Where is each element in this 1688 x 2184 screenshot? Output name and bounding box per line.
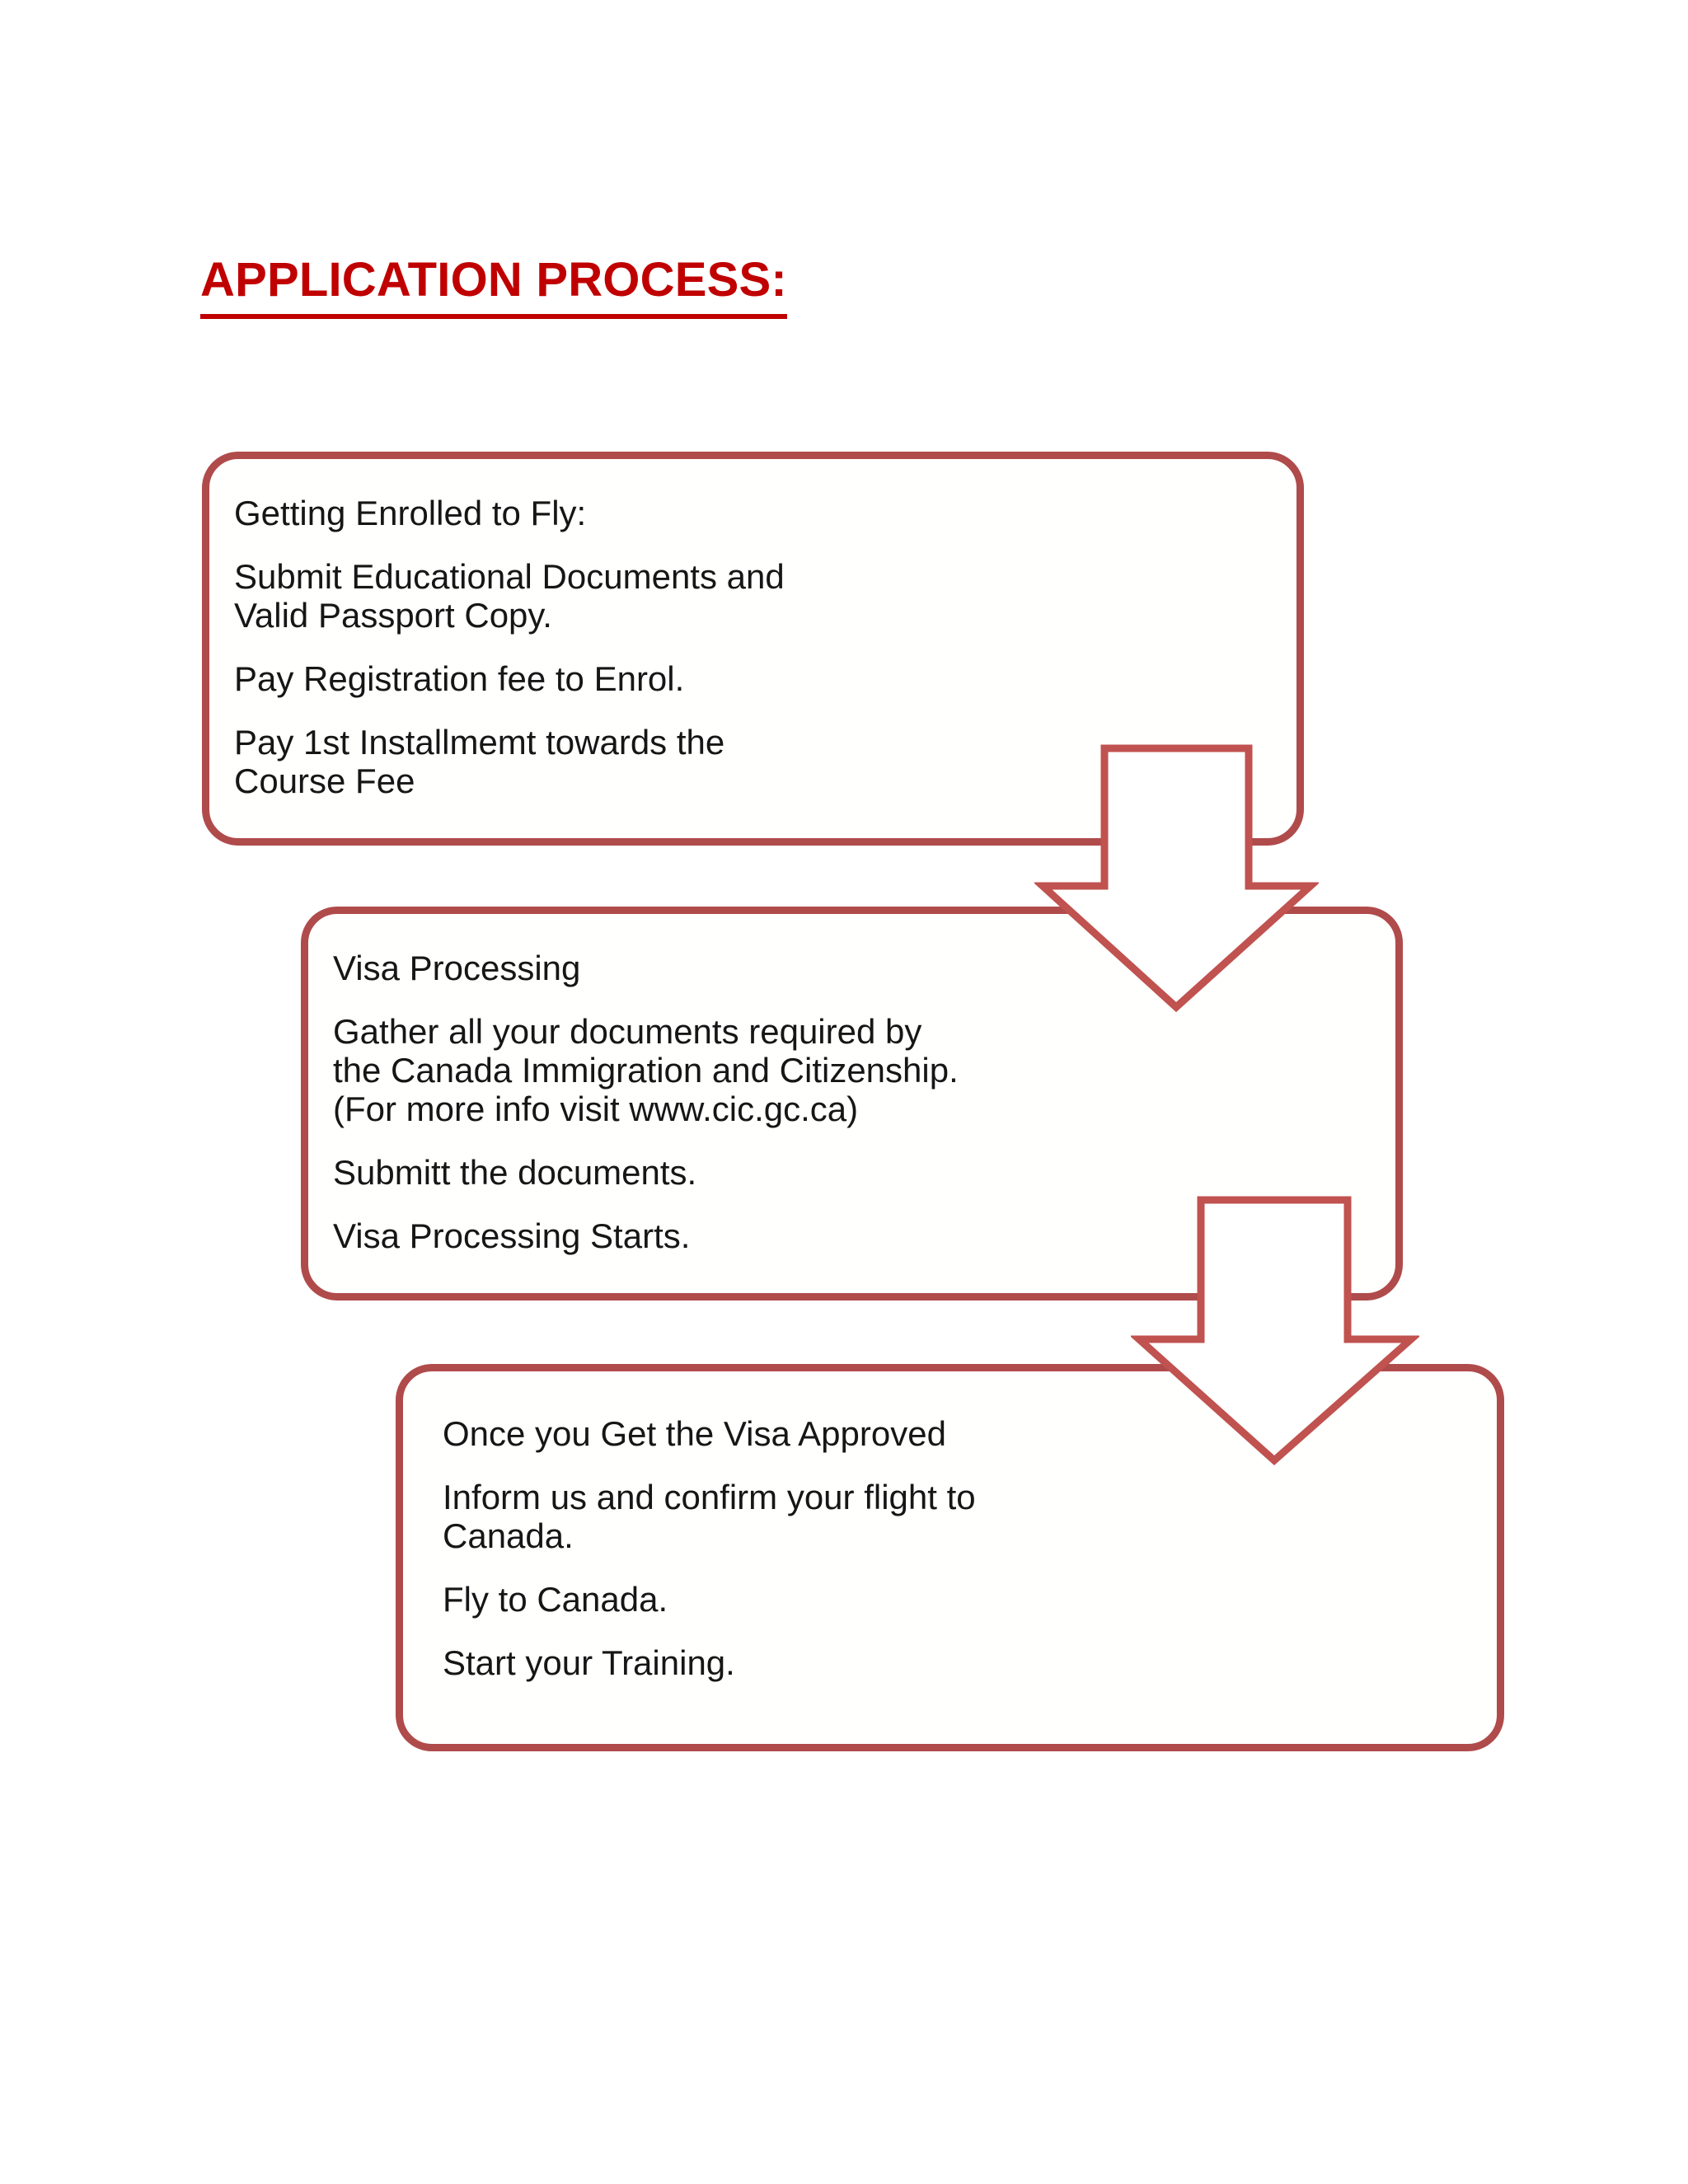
step-3-line-3: Fly to Canada.	[443, 1580, 668, 1619]
step-2-line-1: Visa Processing	[333, 949, 581, 987]
process-step-box-1: Getting Enrolled to Fly: Submit Educatio…	[202, 452, 1304, 846]
step-3-line-2: Inform us and confirm your flight to Can…	[443, 1478, 976, 1556]
process-step-box-3-body: Once you Get the Visa Approved Inform us…	[443, 1414, 1497, 1682]
step-1-line-3: Pay Registration fee to Enrol.	[234, 659, 685, 699]
step-2-line-2: Gather all your documents required by th…	[333, 1012, 959, 1129]
step-2-line-4: Visa Processing Starts.	[333, 1216, 691, 1256]
step-3-line-1: Once you Get the Visa Approved	[443, 1414, 946, 1453]
page-title-text: APPLICATION PROCESS:	[200, 252, 787, 319]
step-2-line-3: Submitt the documents.	[333, 1153, 697, 1193]
step-1-line-2: Submit Educational Documents and Valid P…	[234, 557, 785, 635]
step-3-line-4: Start your Training.	[443, 1643, 735, 1683]
process-step-box-3: Once you Get the Visa Approved Inform us…	[396, 1364, 1504, 1751]
step-1-line-1: Getting Enrolled to Fly:	[234, 494, 587, 532]
process-step-box-1-body: Getting Enrolled to Fly: Submit Educatio…	[234, 494, 1296, 800]
page-title: APPLICATION PROCESS:	[200, 252, 787, 319]
process-step-box-2-body: Visa Processing Gather all your document…	[333, 949, 1395, 1255]
process-step-box-2: Visa Processing Gather all your document…	[301, 907, 1403, 1301]
step-1-line-4: Pay 1st Installmemt towards the Course F…	[234, 723, 725, 801]
